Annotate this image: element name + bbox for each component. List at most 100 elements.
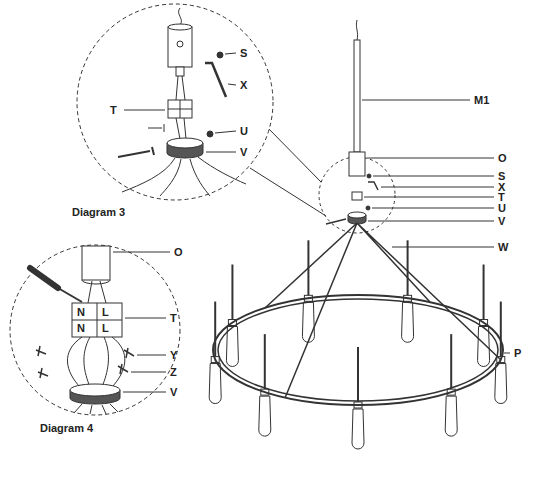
screwdriver-handle [30,268,58,288]
part-letter: O [498,153,507,164]
canopy-cylinder [349,152,365,176]
allen-key [368,182,378,190]
side-screw [326,219,346,224]
leader-line [372,208,494,209]
part-letter: L [102,307,109,318]
leader-line [392,247,494,248]
terminal-block [168,100,192,118]
candle-drop [495,364,507,404]
leader-line [381,187,494,188]
part-letter: V [498,216,505,227]
wire [176,118,186,139]
wire [182,76,185,100]
wire [88,281,92,303]
power-cable [179,8,182,25]
part-letter: U [498,203,506,214]
part-letter: N [77,307,85,318]
small-screw [148,124,164,132]
leader-line [137,355,166,356]
part-letter: T [498,192,505,203]
diagram-caption: Diagram 4 [40,423,93,434]
part-letter: O [174,247,183,258]
part-letter: P [514,348,521,359]
leader-line [225,53,236,54]
candle-drop [352,409,364,449]
candle-stick [357,347,359,405]
leader-line [215,131,236,133]
suspension-rod [354,40,360,152]
part-letter: L [102,323,109,334]
leader-line [124,110,165,111]
part-letter: V [170,387,177,398]
zoom-line [268,128,321,182]
part-letter: S [240,48,247,59]
part-letter: Z [170,367,177,378]
screwdriver-shaft [58,288,82,302]
leader-line [228,84,236,85]
inset-circle [10,245,180,415]
chandelier-ring [218,299,498,401]
part-letter: W [498,242,508,253]
wire [67,337,124,387]
canopy-top [168,24,192,30]
leader-line [131,372,166,373]
canopy-bottom [82,280,110,284]
candle-stick [500,302,502,360]
terminal-block [352,192,362,200]
canopy-cylinder [82,246,110,280]
leader-line [368,221,494,222]
canopy-cylinder [168,27,192,67]
leader-line [125,318,166,319]
part-letter: X [240,80,247,91]
support-rod [265,223,501,398]
nipple [176,67,184,76]
leader-line [113,252,170,253]
screw [38,368,48,378]
part-letter: T [170,313,177,324]
mounting-cup-top [70,384,120,396]
support-wire [122,157,246,196]
part-letter: V [240,147,247,158]
part-letter: N [77,323,85,334]
side-screw [118,147,154,157]
power-cable [356,20,357,40]
part-letter: S [498,171,505,182]
screw [124,348,134,358]
mounting-cup-top [348,212,366,218]
leader-line [504,353,510,354]
candle-stick [483,265,485,323]
candle-stick [407,240,409,298]
candle-stick [214,302,216,360]
candle-stick [450,334,452,392]
set-screw [367,174,371,178]
leader-line [362,100,470,101]
wire [176,76,178,100]
part-letter: M1 [474,95,489,106]
allen-key [205,63,226,97]
canopy-hole [177,41,183,47]
candle-drop [402,302,414,342]
candle-drop [209,364,221,404]
screw [118,364,128,374]
terminal-block [72,303,122,337]
diagram-caption: Diagram 3 [72,207,125,218]
candle-drop [226,327,238,367]
set-screw [217,52,223,58]
terminal-divider [168,109,192,110]
candle-group [209,240,507,449]
leader-line [206,152,236,153]
candle-drop [302,302,314,342]
part-letter: Y [170,350,177,361]
candle-stick [264,334,266,392]
candle-stick [231,265,233,323]
screw [36,346,46,356]
leader-line [364,197,494,198]
inset-circle [77,4,273,200]
support-wire [74,404,118,414]
terminal-divider [97,303,98,337]
candle-drop [259,396,271,436]
chandelier-ring [213,295,503,405]
